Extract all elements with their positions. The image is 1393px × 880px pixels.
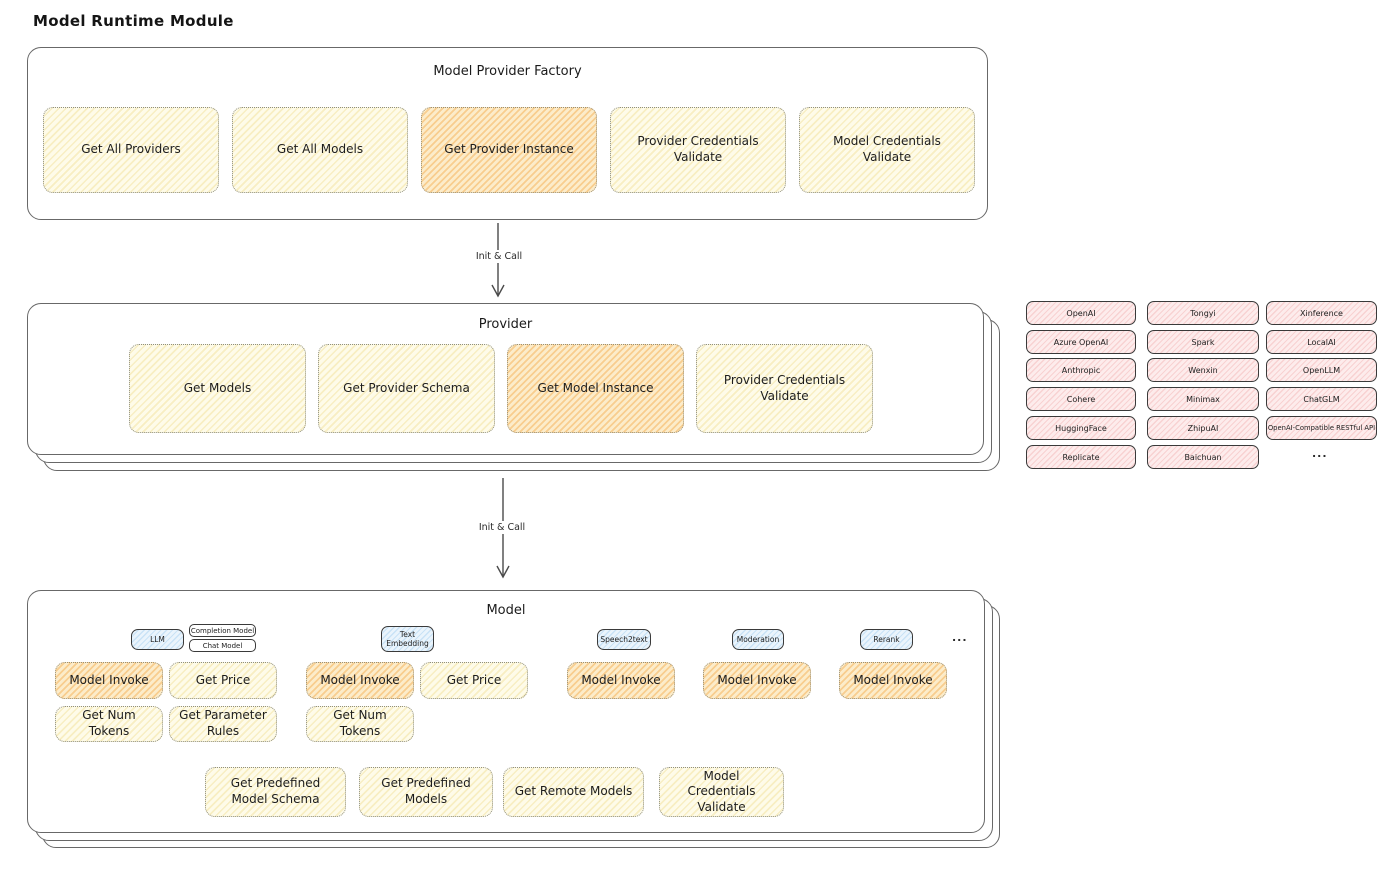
node-get-remote-models: Get Remote Models [503, 767, 644, 817]
chip-localai: LocalAI [1266, 330, 1377, 354]
node-text-embedding-get-price: Get Price [420, 662, 528, 699]
chip-huggingface: HuggingFace [1026, 416, 1136, 440]
provider-frame: Provider Get Models Get Provider Schema … [27, 303, 984, 455]
factory-frame: Model Provider Factory Get All Providers… [27, 47, 988, 220]
tab-completion-model: Completion Model [189, 624, 256, 637]
node-llm-get-num-tokens: Get Num Tokens [55, 706, 163, 742]
node-moderation-model-invoke: Model Invoke [703, 662, 811, 699]
node-text-embedding-get-num-tokens: Get Num Tokens [306, 706, 414, 742]
node-llm-get-price: Get Price [169, 662, 277, 699]
node-rerank-model-invoke: Model Invoke [839, 662, 947, 699]
node-llm-get-parameter-rules: Get Parameter Rules [169, 706, 277, 742]
model-title: Model [486, 603, 526, 618]
chip-xinference: Xinference [1266, 301, 1377, 325]
chip-minimax: Minimax [1147, 387, 1259, 411]
tab-moderation: Moderation [732, 629, 784, 650]
node-get-predefined-model-schema: Get Predefined Model Schema [205, 767, 346, 817]
node-model-credentials-validate-2: Model Credentials Validate [659, 767, 784, 817]
model-frame: Model LLM Completion Model Chat Model Te… [27, 590, 985, 833]
node-text-embedding-model-invoke: Model Invoke [306, 662, 414, 699]
node-get-models: Get Models [129, 344, 306, 433]
node-get-all-providers: Get All Providers [43, 107, 219, 193]
page-title: Model Runtime Module [33, 12, 234, 30]
tab-text-embedding: Text Embedding [381, 626, 434, 652]
chip-openai-compatible-restful-api: OpenAI-Compatible RESTful API [1266, 416, 1377, 440]
providers-more-ellipsis: ... [1312, 447, 1328, 460]
tab-chat-model: Chat Model [189, 639, 256, 652]
chip-baichuan: Baichuan [1147, 445, 1259, 469]
chip-azure-openai: Azure OpenAI [1026, 330, 1136, 354]
tab-rerank: Rerank [860, 629, 913, 650]
chip-cohere: Cohere [1026, 387, 1136, 411]
node-get-model-instance: Get Model Instance [507, 344, 684, 433]
arrow-label-init-call-1: Init & Call [466, 250, 532, 263]
chip-replicate: Replicate [1026, 445, 1136, 469]
node-provider-credentials-validate-2: Provider Credentials Validate [696, 344, 873, 433]
tab-llm: LLM [131, 629, 184, 650]
model-tabs-more-ellipsis: ... [952, 631, 968, 644]
chip-wenxin: Wenxin [1147, 358, 1259, 382]
chip-openllm: OpenLLM [1266, 358, 1377, 382]
node-provider-credentials-validate: Provider Credentials Validate [610, 107, 786, 193]
chip-chatglm: ChatGLM [1266, 387, 1377, 411]
tab-speech2text: Speech2text [597, 629, 651, 650]
node-get-provider-schema: Get Provider Schema [318, 344, 495, 433]
chip-tongyi: Tongyi [1147, 301, 1259, 325]
chip-zhipuai: ZhipuAI [1147, 416, 1259, 440]
node-model-credentials-validate: Model Credentials Validate [799, 107, 975, 193]
chip-spark: Spark [1147, 330, 1259, 354]
provider-title: Provider [478, 317, 533, 332]
node-get-predefined-models: Get Predefined Models [359, 767, 493, 817]
arrow-label-init-call-2: Init & Call [469, 521, 535, 534]
node-get-provider-instance: Get Provider Instance [421, 107, 597, 193]
providers-grid: OpenAI Azure OpenAI Anthropic Cohere Hug… [1026, 301, 1378, 471]
node-speech2text-model-invoke: Model Invoke [567, 662, 675, 699]
node-get-all-models: Get All Models [232, 107, 408, 193]
factory-title: Model Provider Factory [433, 64, 582, 79]
chip-openai: OpenAI [1026, 301, 1136, 325]
node-llm-model-invoke: Model Invoke [55, 662, 163, 699]
chip-anthropic: Anthropic [1026, 358, 1136, 382]
